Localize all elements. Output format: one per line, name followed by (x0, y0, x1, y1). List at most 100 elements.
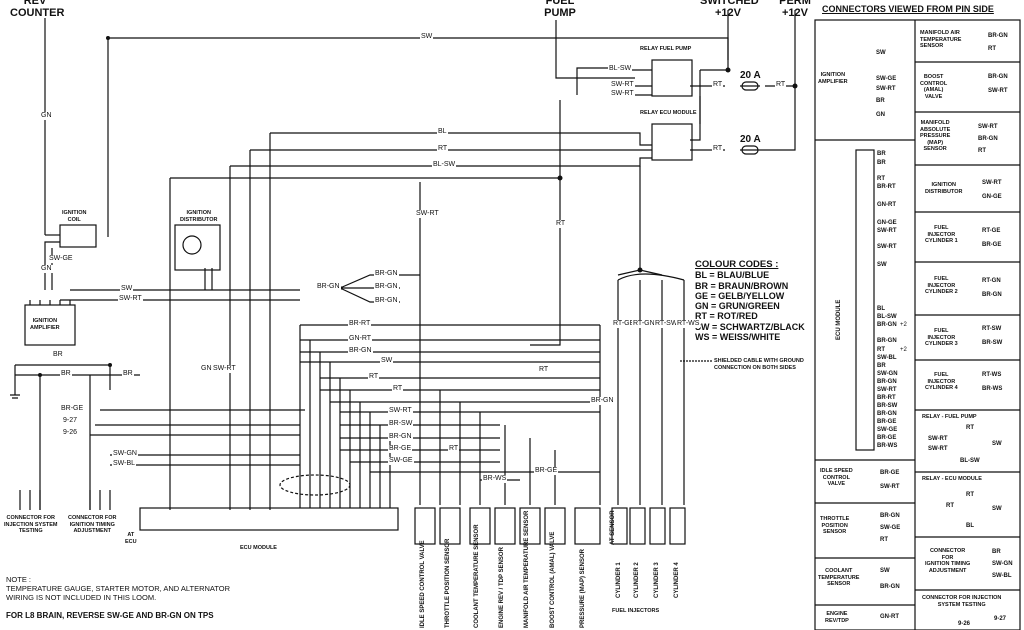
at-sensor-label: AT SENSOR (610, 510, 616, 545)
wire-label: BR-GN (316, 283, 341, 291)
rp-pin: BR (992, 549, 1001, 555)
rp-ecu-pin: BR (877, 151, 886, 157)
throttle-sensor-label: THROTTLE POSITION SENSOR (445, 538, 451, 628)
rp-pin: 9-26 (958, 621, 971, 627)
wire-label: BL (437, 128, 448, 136)
rp-pin: SW-RT (982, 180, 1002, 186)
rp-ecu-pin: SW (877, 262, 887, 268)
connector-timing-label: CONNECTOR FOR IGNITION TIMING ADJUSTMENT (68, 515, 117, 534)
idle-speed-valve-label: IDLE SPEED CONTROL VALVE (420, 540, 426, 628)
rp-ign-dist-label: IGNITION DISTRIBUTOR (925, 182, 963, 195)
rp-pin: BR-GN (880, 584, 900, 590)
connector-testing-label: CONNECTOR FOR INJECTION SYSTEM TESTING (4, 515, 58, 534)
note-text: NOTE : TEMPERATURE GAUGE, STARTER MOTOR,… (6, 575, 231, 602)
rp-ecu-pin: BR-WS (877, 443, 898, 449)
rp-ecu-pin: SW-GE (877, 427, 898, 433)
rp-ecu-pin: RT (877, 176, 885, 182)
manifold-air-sensor-label: MANIFOLD AIR TEMPERATURE SENSOR (524, 510, 530, 628)
rp-amp-pin: GN (876, 112, 885, 118)
wire-label: BR-WS (482, 475, 508, 483)
ignition-coil-label: IGNITION COIL (62, 210, 87, 223)
rp-pin: RT (966, 492, 974, 498)
wire-label: BR-GN (374, 270, 399, 278)
rp-pin: BR-WS (982, 386, 1003, 392)
wire-label: RT-GN (632, 320, 656, 328)
rp-ecu-pin: BR-GN (877, 322, 897, 328)
rp-ecu-pin: SW-BL (877, 355, 897, 361)
rp-relay-ecu-label: RELAY - ECU MODULE (922, 476, 982, 482)
wire-label: BL-SW (432, 161, 457, 169)
ignition-distributor-label: IGNITION DISTRIBUTOR (180, 210, 218, 223)
wire-label: RT (775, 81, 787, 89)
relay-fuel-pump-title: RELAY FUEL PUMP (640, 46, 692, 52)
wire-label: SW (420, 33, 434, 41)
coolant-sensor-label: COOLANT TEMPERATURE SENSOR (474, 524, 480, 628)
rp-pin: BR-GE (880, 470, 900, 476)
wire-label: BR-SW (388, 420, 414, 428)
rp-ecu-pin: BR-SW (877, 403, 898, 409)
rp-inj4-label: FUEL INJECTOR CYLINDER 4 (925, 372, 958, 391)
rp-ecu-pin: BR-GN (877, 379, 897, 385)
rp-pin: RT (946, 503, 954, 509)
colour-code-rt: RT = ROT/RED (695, 311, 758, 322)
rp-pin: BR-GN (988, 74, 1008, 80)
cylinder-4-label: CYLINDER 4 (674, 562, 680, 598)
rp-pin: BR-GN (982, 292, 1002, 298)
rp-pin: BR-GE (982, 242, 1002, 248)
rp-ecu-pin: GN-RT (877, 202, 896, 208)
rp-pin: RT (880, 537, 888, 543)
rp-pin: RT-GE (982, 228, 1001, 234)
rp-ecu-pin: RT (877, 347, 885, 353)
colour-code-br: BR = BRAUN/BROWN (695, 280, 789, 291)
at-ecu-label: AT ECU (125, 532, 137, 545)
rp-pin: SW-RT (978, 124, 998, 130)
rp-ecu-pin: SW-RT (877, 228, 897, 234)
rp-ignition-amplifier-label: IGNITION AMPLIFIER (818, 72, 848, 85)
rp-pin: SW-GE (880, 525, 901, 531)
wire-label: GN-RT (348, 335, 373, 343)
rp-ecu-pin: SW-RT (877, 244, 897, 250)
wire-label: RT (448, 445, 460, 453)
wire-label: BR-GN (590, 397, 615, 405)
switched-12v-label: SWITCHED +12V (700, 0, 759, 19)
wire-label: SW-GE (48, 255, 74, 263)
wire-label: SW-RT (212, 365, 237, 373)
rp-pin: SW (992, 506, 1002, 512)
wire-label: RT-WS (676, 320, 701, 328)
rp-pin: RT-WS (982, 372, 1002, 378)
rp-pin: SW-GN (992, 561, 1013, 567)
rp-coolant-label: COOLANT TEMPERATURE SENSOR (818, 568, 860, 587)
rp-pin: SW (992, 441, 1002, 447)
boost-valve-label: BOOST CONTROL (AMAL) VALVE (550, 531, 556, 628)
wire-label: BR-GN (388, 433, 413, 441)
rp-amp-pin: SW-RT (876, 86, 896, 92)
colour-codes: COLOUR CODES : BL = BLAU/BLUE BR = BRAUN… (695, 259, 805, 342)
wire-label: RT (538, 366, 550, 374)
rp-pin: SW-RT (928, 436, 948, 442)
rp-pin: BR-GN (978, 136, 998, 142)
rp-pin: RT (978, 148, 986, 154)
engine-rev-sensor-label: ENGINE REV / TDP SENSOR (499, 547, 505, 628)
shielded-cable-note: SHIELDED CABLE WITH GROUND CONNECTION ON… (714, 358, 804, 371)
cylinder-1-label: CYLINDER 1 (616, 562, 622, 598)
cylinder-3-label: CYLINDER 3 (654, 562, 660, 598)
rp-manifold-air-label: MANIFOLD AIR TEMPERATURE SENSOR (920, 30, 962, 49)
rp-pin: RT (966, 425, 974, 431)
wire-label: SW-RT (388, 407, 413, 415)
rp-ecu-pin: GN-GE (877, 220, 897, 226)
ecu-module-label: ECU MODULE (240, 545, 277, 551)
wire-label: 9-26 (62, 429, 79, 437)
wire-label: GN (40, 265, 53, 273)
rp-pin: SW-RT (988, 88, 1008, 94)
wire-label: SW (380, 357, 394, 365)
wire-label: BR-GE (60, 405, 85, 413)
rp-inj3-label: FUEL INJECTOR CYLINDER 3 (925, 328, 958, 347)
rp-pin: SW (880, 568, 890, 574)
ignition-amplifier-label: IGNITION AMPLIFIER (30, 318, 60, 331)
wire-label: SW-RT (415, 210, 440, 218)
wire-label: RT (712, 81, 724, 89)
rp-conn-testing-label: CONNECTOR FOR INJECTION SYSTEM TESTING (922, 595, 1002, 608)
wire-label: SW-GE (388, 457, 414, 465)
rev-counter-label: REV COUNTER (10, 0, 65, 19)
